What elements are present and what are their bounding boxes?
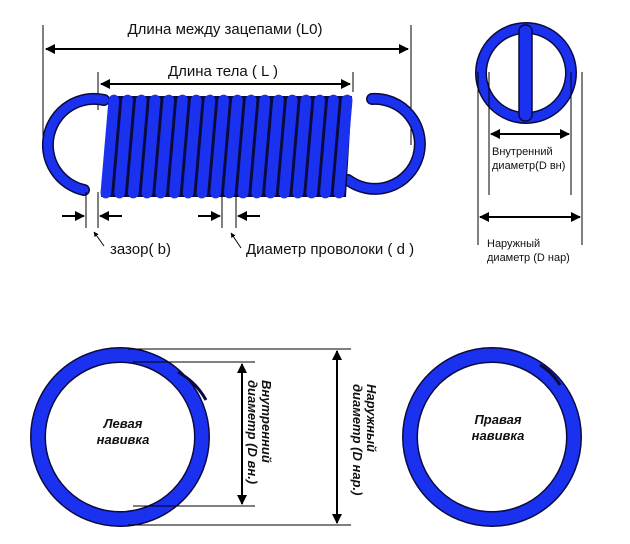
coil-turn	[100, 94, 120, 199]
coil-turn	[169, 94, 188, 199]
wire-diameter-label: Диаметр проволоки ( d )	[246, 241, 414, 258]
coil-turn	[141, 94, 161, 199]
right-winding-view: Правая навивка	[402, 347, 582, 527]
coil-turn	[306, 94, 326, 199]
coil-turn	[237, 94, 257, 199]
free-length-label: Длина между зацепами (L0)	[127, 21, 322, 38]
spring-side-view: Длина между зацепами (L0) Длина тела ( L…	[41, 21, 426, 258]
coil-turn	[251, 94, 271, 199]
coil-turn	[320, 94, 339, 199]
coil-turn	[265, 94, 284, 199]
end-view-hook	[518, 24, 533, 122]
body-length-label: Длина тела ( L )	[168, 63, 278, 80]
coil-turn	[196, 94, 216, 199]
inner-diameter-label-2: диаметр(D вн)	[492, 160, 565, 172]
spring-end-view: Внутренний диаметр(D вн) Наружный диамет…	[475, 22, 583, 264]
outer-vert-label-1: Наружный	[364, 384, 379, 452]
gap-leader	[93, 231, 105, 247]
gap-label: зазор( b)	[110, 241, 171, 258]
wire-leader	[230, 232, 242, 249]
spring-coils	[100, 94, 353, 199]
right-winding-overlap	[539, 363, 562, 386]
coil-turn	[224, 94, 243, 199]
right-winding-label-2: навивка	[472, 428, 525, 443]
coil-turn	[278, 94, 298, 199]
left-winding-label-1: Левая	[103, 416, 143, 431]
coil-turn	[155, 94, 175, 199]
outer-vert-label-2: диаметр (D нар.)	[350, 384, 365, 495]
left-winding-overlap	[177, 370, 208, 401]
coil-turn	[127, 94, 147, 199]
inner-vert-label-1: Внутренний	[259, 380, 274, 463]
outer-diameter-label-1: Наружный	[487, 238, 540, 250]
left-winding-label-2: навивка	[97, 432, 150, 447]
coil-turn	[114, 94, 133, 199]
inner-vert-label-2: диаметр (D вн.)	[245, 380, 260, 484]
coil-turn	[182, 94, 202, 199]
outer-diameter-label-2: диаметр (D нар)	[487, 252, 570, 264]
coil-turn	[210, 94, 229, 199]
coil-turn	[292, 94, 312, 199]
left-winding-view: Левая навивка Внутренний диаметр (D вн.)…	[30, 347, 379, 527]
right-winding-label-1: Правая	[474, 412, 521, 427]
inner-diameter-label-1: Внутренний	[492, 146, 553, 158]
coil-turn	[333, 94, 353, 199]
